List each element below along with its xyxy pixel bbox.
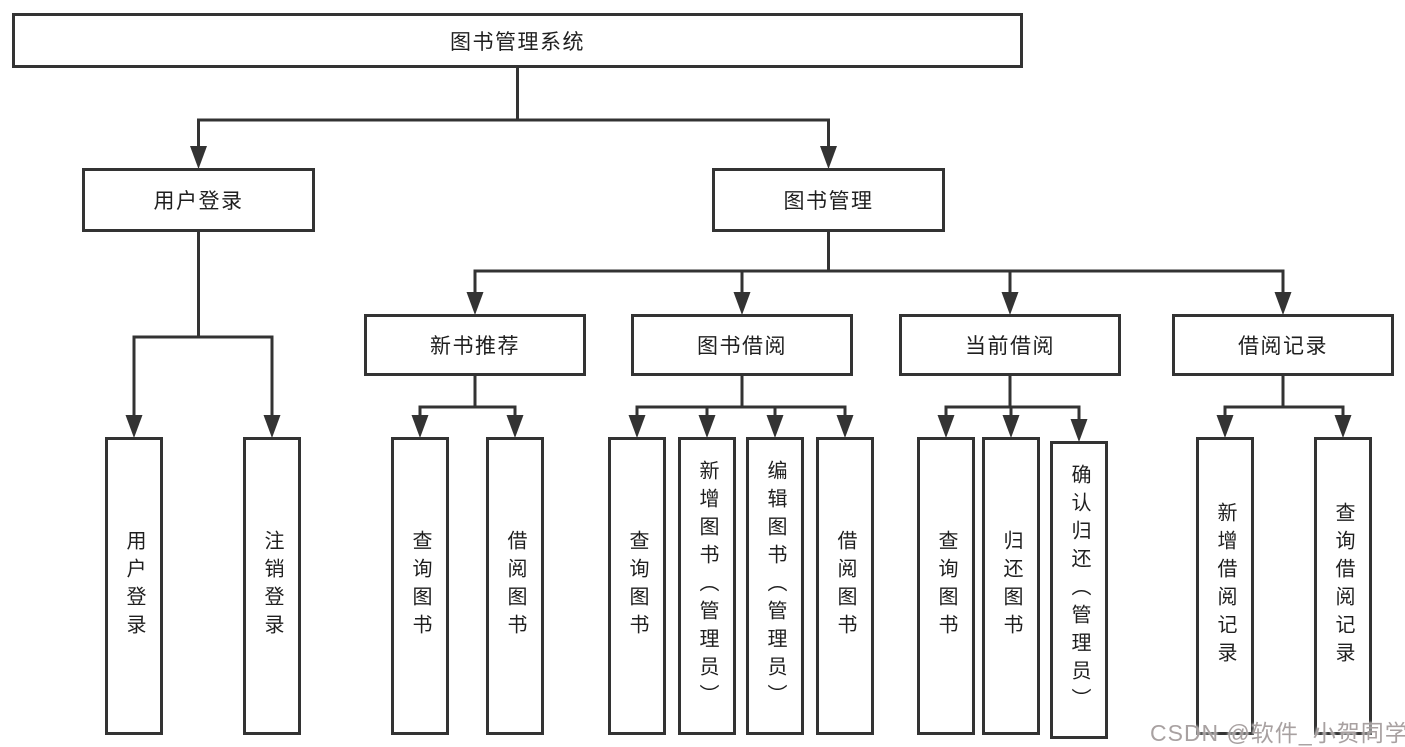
node-new-book-recommend: 新书推荐 xyxy=(364,314,586,376)
node-book-borrow-label: 图书借阅 xyxy=(697,335,787,358)
leaf-logout: 注销登录 xyxy=(243,437,301,735)
leaf-borrow-books-recommend: 借阅图书 xyxy=(486,437,544,735)
leaf-user-login-label: 用户登录 xyxy=(123,530,145,642)
leaf-user-login: 用户登录 xyxy=(105,437,163,735)
leaf-query-books-recommend-label: 查询图书 xyxy=(409,530,431,642)
leaf-query-borrow-record-label: 查询借阅记录 xyxy=(1332,502,1354,670)
leaf-add-borrow-record: 新增借阅记录 xyxy=(1196,437,1254,735)
node-book-borrow: 图书借阅 xyxy=(631,314,853,376)
leaf-add-books-admin-label: 新增图书（管理员） xyxy=(696,460,718,712)
leaf-confirm-return-admin: 确认归还（管理员） xyxy=(1050,441,1108,739)
node-new-book-recommend-label: 新书推荐 xyxy=(430,335,520,358)
leaf-borrow-books-recommend-label: 借阅图书 xyxy=(504,530,526,642)
node-library-management-system: 图书管理系统 xyxy=(12,13,1023,68)
leaf-query-books-borrow-label: 查询图书 xyxy=(626,530,648,642)
watermark: CSDN @软件_小贺同学 xyxy=(1150,720,1405,746)
leaf-edit-books-admin-label: 编辑图书（管理员） xyxy=(764,460,786,712)
node-book-management: 图书管理 xyxy=(712,168,945,232)
leaf-query-books-borrow: 查询图书 xyxy=(608,437,666,735)
node-current-borrow-label: 当前借阅 xyxy=(965,335,1055,358)
leaf-add-borrow-record-label: 新增借阅记录 xyxy=(1214,502,1236,670)
leaf-edit-books-admin: 编辑图书（管理员） xyxy=(746,437,804,735)
leaf-borrow-books-label: 借阅图书 xyxy=(834,530,856,642)
node-library-management-system-label: 图书管理系统 xyxy=(450,30,585,54)
leaf-query-borrow-record: 查询借阅记录 xyxy=(1314,437,1372,735)
node-user-login: 用户登录 xyxy=(82,168,315,232)
leaf-borrow-books: 借阅图书 xyxy=(816,437,874,735)
leaf-return-books: 归还图书 xyxy=(982,437,1040,735)
arrowheads xyxy=(125,146,1352,442)
node-current-borrow: 当前借阅 xyxy=(899,314,1121,376)
leaf-return-books-label: 归还图书 xyxy=(1000,530,1022,642)
leaf-logout-label: 注销登录 xyxy=(261,530,283,642)
node-borrow-records: 借阅记录 xyxy=(1172,314,1394,376)
node-book-management-label: 图书管理 xyxy=(783,190,874,213)
leaf-query-books-current: 查询图书 xyxy=(917,437,975,735)
leaf-confirm-return-admin-label: 确认归还（管理员） xyxy=(1068,464,1090,716)
leaf-query-books-recommend: 查询图书 xyxy=(391,437,449,735)
leaf-query-books-current-label: 查询图书 xyxy=(935,530,957,642)
leaf-add-books-admin: 新增图书（管理员） xyxy=(678,437,736,735)
node-user-login-label: 用户登录 xyxy=(153,190,244,213)
node-borrow-records-label: 借阅记录 xyxy=(1238,335,1328,358)
